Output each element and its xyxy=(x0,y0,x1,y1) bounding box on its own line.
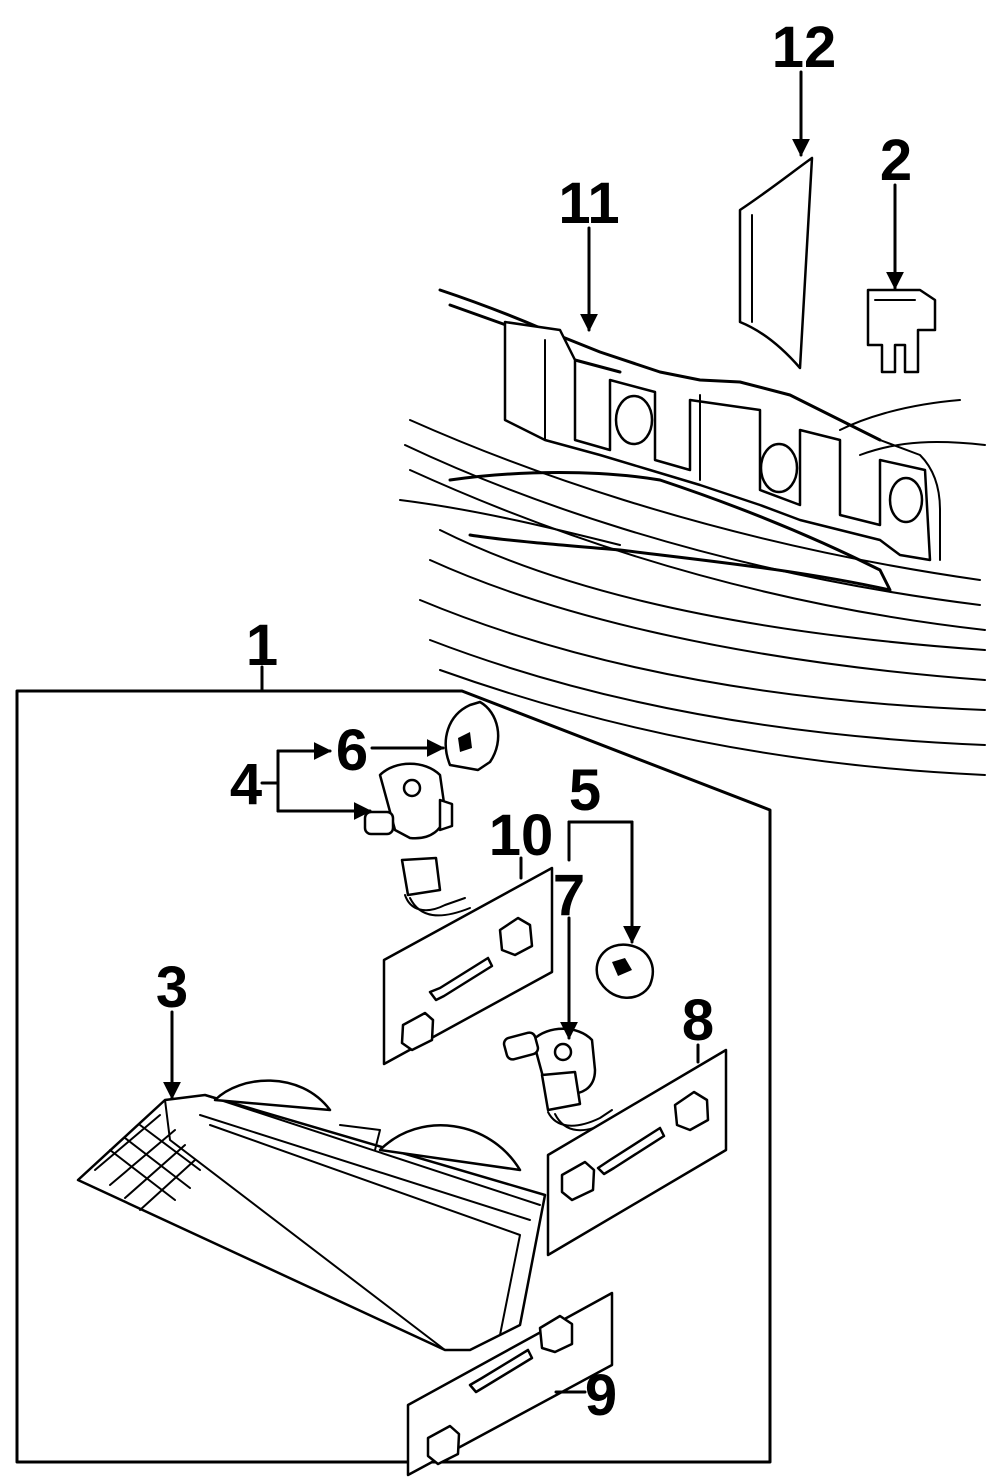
part-8-hardware-kit xyxy=(546,1048,728,1257)
callout-6: 6 xyxy=(336,718,368,783)
callout-1: 1 xyxy=(246,613,278,678)
part-6-retaining-ring xyxy=(444,700,500,772)
callout-7: 7 xyxy=(553,863,585,928)
leader-lines xyxy=(163,70,904,1394)
part-3-headlamp-housing xyxy=(76,1079,547,1352)
callout-9: 9 xyxy=(585,1363,617,1428)
lower-wiring-connector xyxy=(540,1070,613,1132)
part-12-deflector-panel xyxy=(738,156,814,370)
callout-5: 5 xyxy=(569,758,601,823)
part-4-bulb xyxy=(363,762,454,840)
part-9-hardware-kit xyxy=(406,1291,614,1477)
callout-10: 10 xyxy=(489,803,554,868)
part-1-assembly-outline xyxy=(15,689,772,1464)
callout-8: 8 xyxy=(682,988,714,1053)
vehicle-front-end xyxy=(399,288,986,776)
upper-wiring-connector xyxy=(400,856,471,917)
callout-12: 12 xyxy=(772,15,837,80)
part-2-retainer-clip xyxy=(866,288,937,374)
callout-11: 11 xyxy=(558,171,619,236)
callout-3: 3 xyxy=(156,955,188,1020)
callout-4: 4 xyxy=(230,752,262,817)
part-7-bulb xyxy=(502,1027,597,1096)
part-5-retaining-ring xyxy=(595,943,654,999)
part-10-hardware-kit xyxy=(382,866,554,1066)
callout-2: 2 xyxy=(880,128,912,193)
